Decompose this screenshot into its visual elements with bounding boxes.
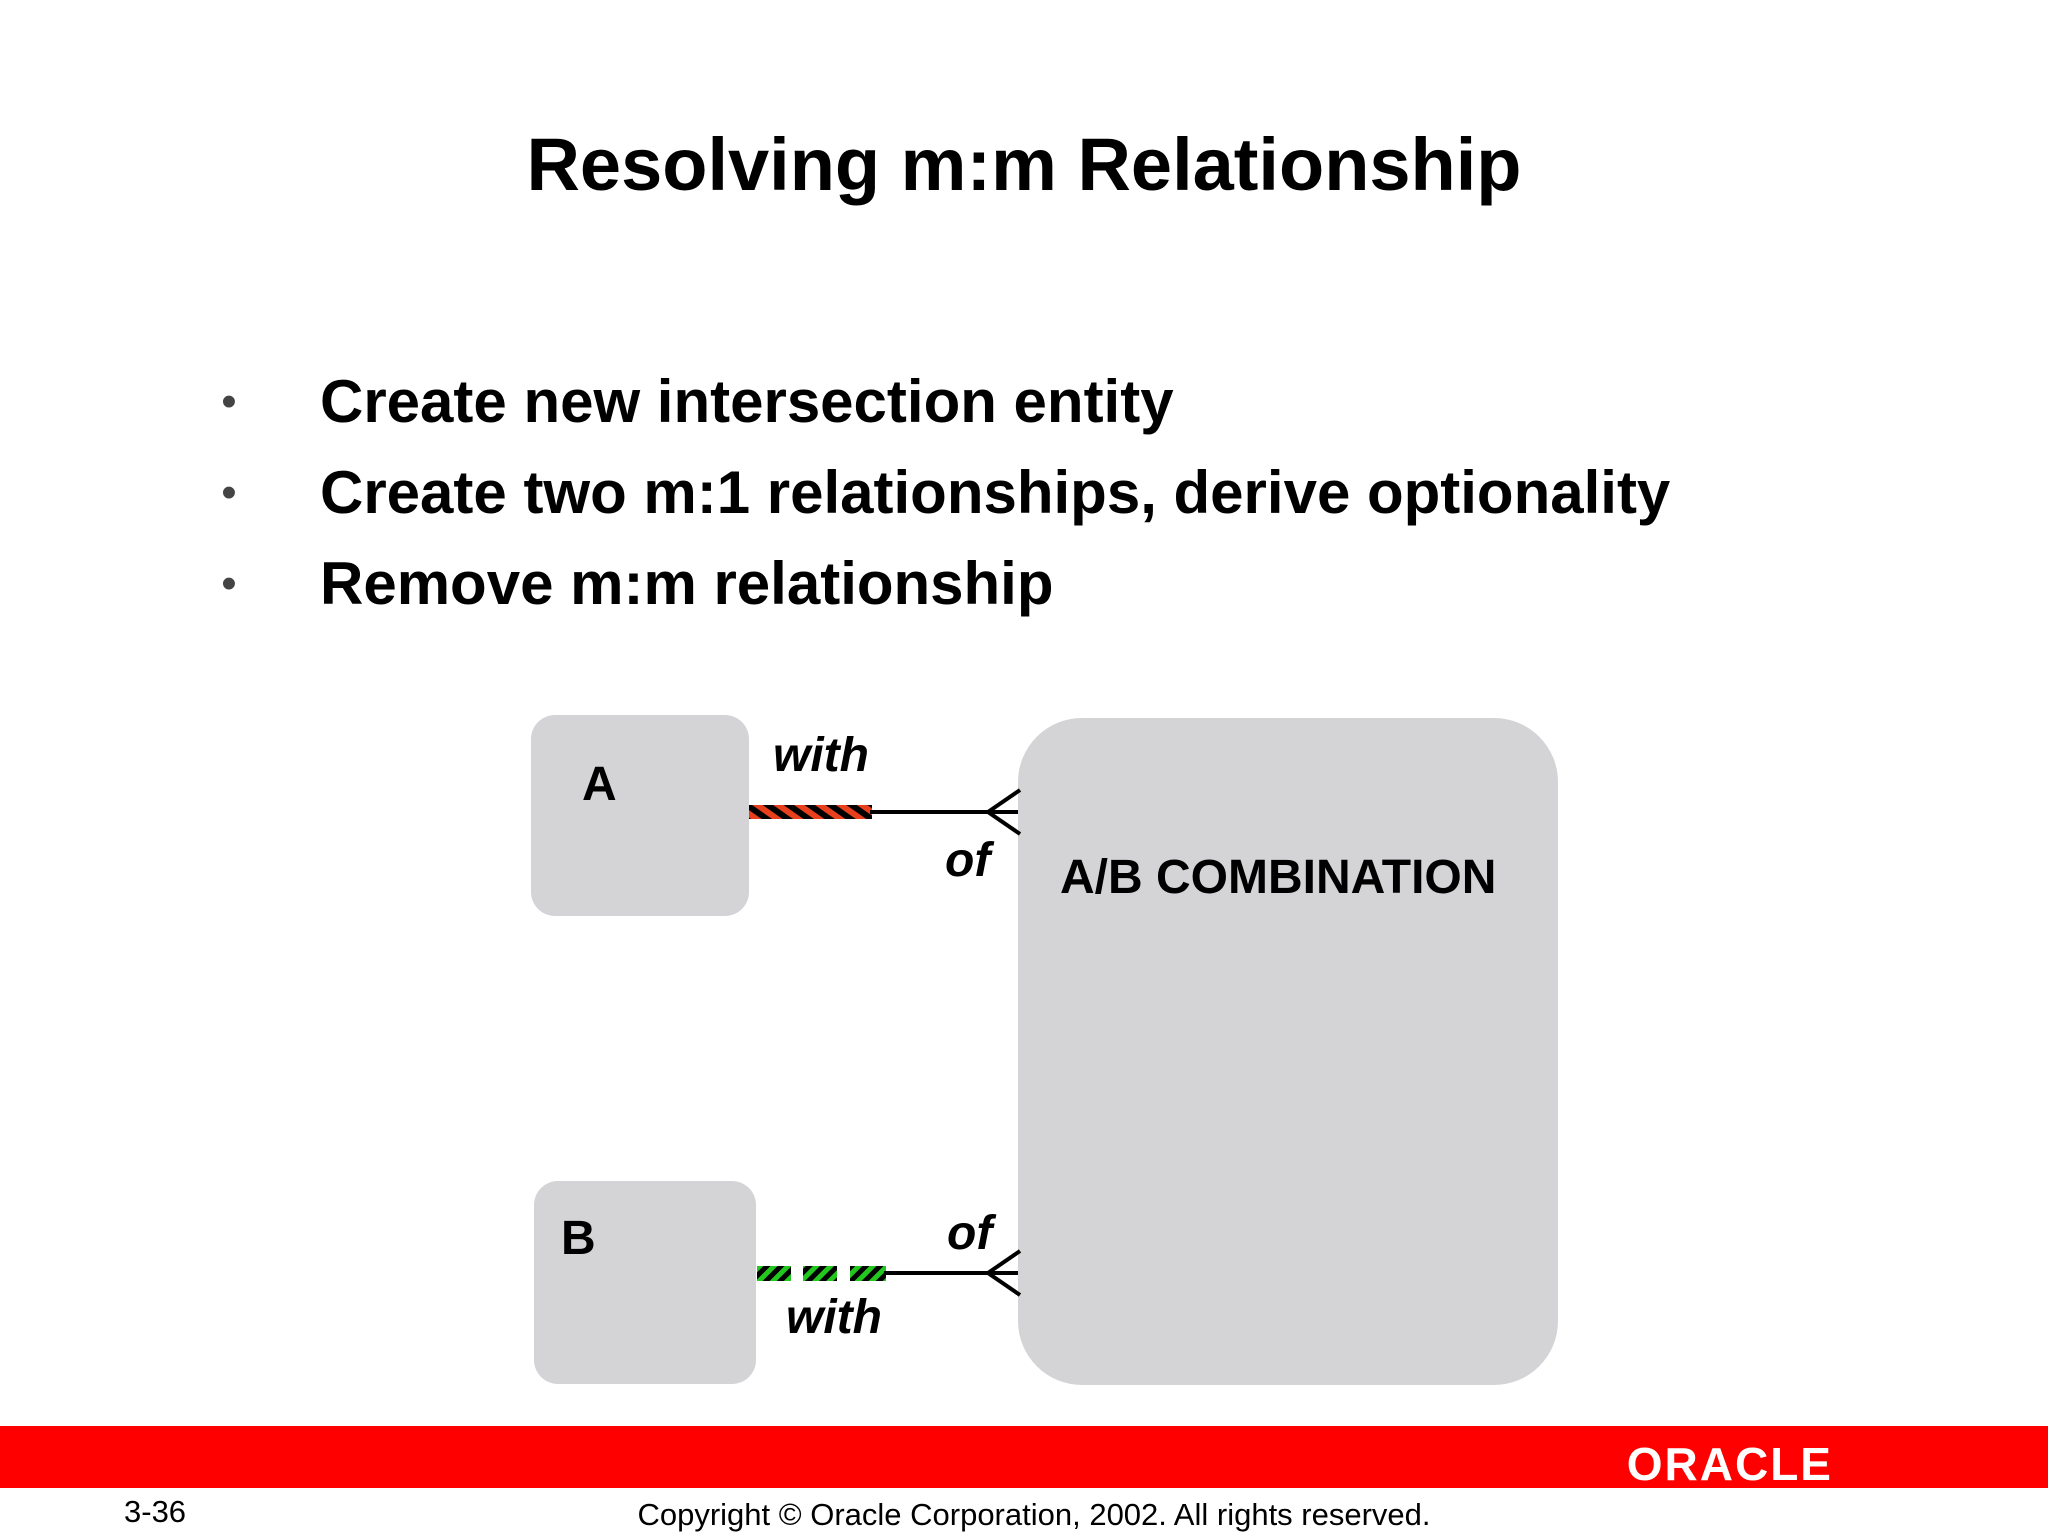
oracle-logo: ORACLE xyxy=(1626,1438,1833,1490)
entity-a-label: A xyxy=(582,758,617,811)
relationship-a-of-label: of xyxy=(945,834,994,887)
footer-bar xyxy=(0,1426,2048,1488)
copyright-notice: Copyright © Oracle Corporation, 2002. Al… xyxy=(637,1497,1431,1532)
er-diagram: A B A/B COMBINATION with of of with xyxy=(531,715,1558,1385)
bullet-dot-icon: • xyxy=(221,559,237,608)
relationship-a-optional-segment xyxy=(749,805,872,819)
entity-combination-box xyxy=(1018,718,1558,1385)
entity-combination-label: A/B COMBINATION xyxy=(1060,851,1496,904)
relationship-b-dash-segment xyxy=(850,1266,886,1281)
bullet-text: Remove m:m relationship xyxy=(320,550,1054,617)
bullet-text: Create new intersection entity xyxy=(320,368,1174,435)
slide-title: Resolving m:m Relationship xyxy=(526,123,1522,206)
relationship-b-combination xyxy=(757,1249,1022,1297)
relationship-b-of-label: of xyxy=(947,1207,996,1260)
relationship-a-with-label: with xyxy=(773,729,869,782)
relationship-b-dash-segment xyxy=(757,1266,791,1281)
bullet-dot-icon: • xyxy=(221,377,237,426)
page-number: 3-36 xyxy=(124,1494,187,1529)
relationship-b-dash-segment xyxy=(803,1266,837,1281)
crows-foot-a-icon xyxy=(984,788,1022,836)
bullet-dot-icon: • xyxy=(221,468,237,517)
bullet-text: Create two m:1 relationships, derive opt… xyxy=(320,459,1671,526)
relationship-b-with-label: with xyxy=(786,1291,882,1344)
entity-a-box xyxy=(531,715,749,916)
entity-b-box xyxy=(534,1181,756,1384)
relationship-a-combination xyxy=(749,788,1022,836)
entity-b-label: B xyxy=(561,1212,596,1265)
crows-foot-b-icon xyxy=(984,1249,1022,1297)
